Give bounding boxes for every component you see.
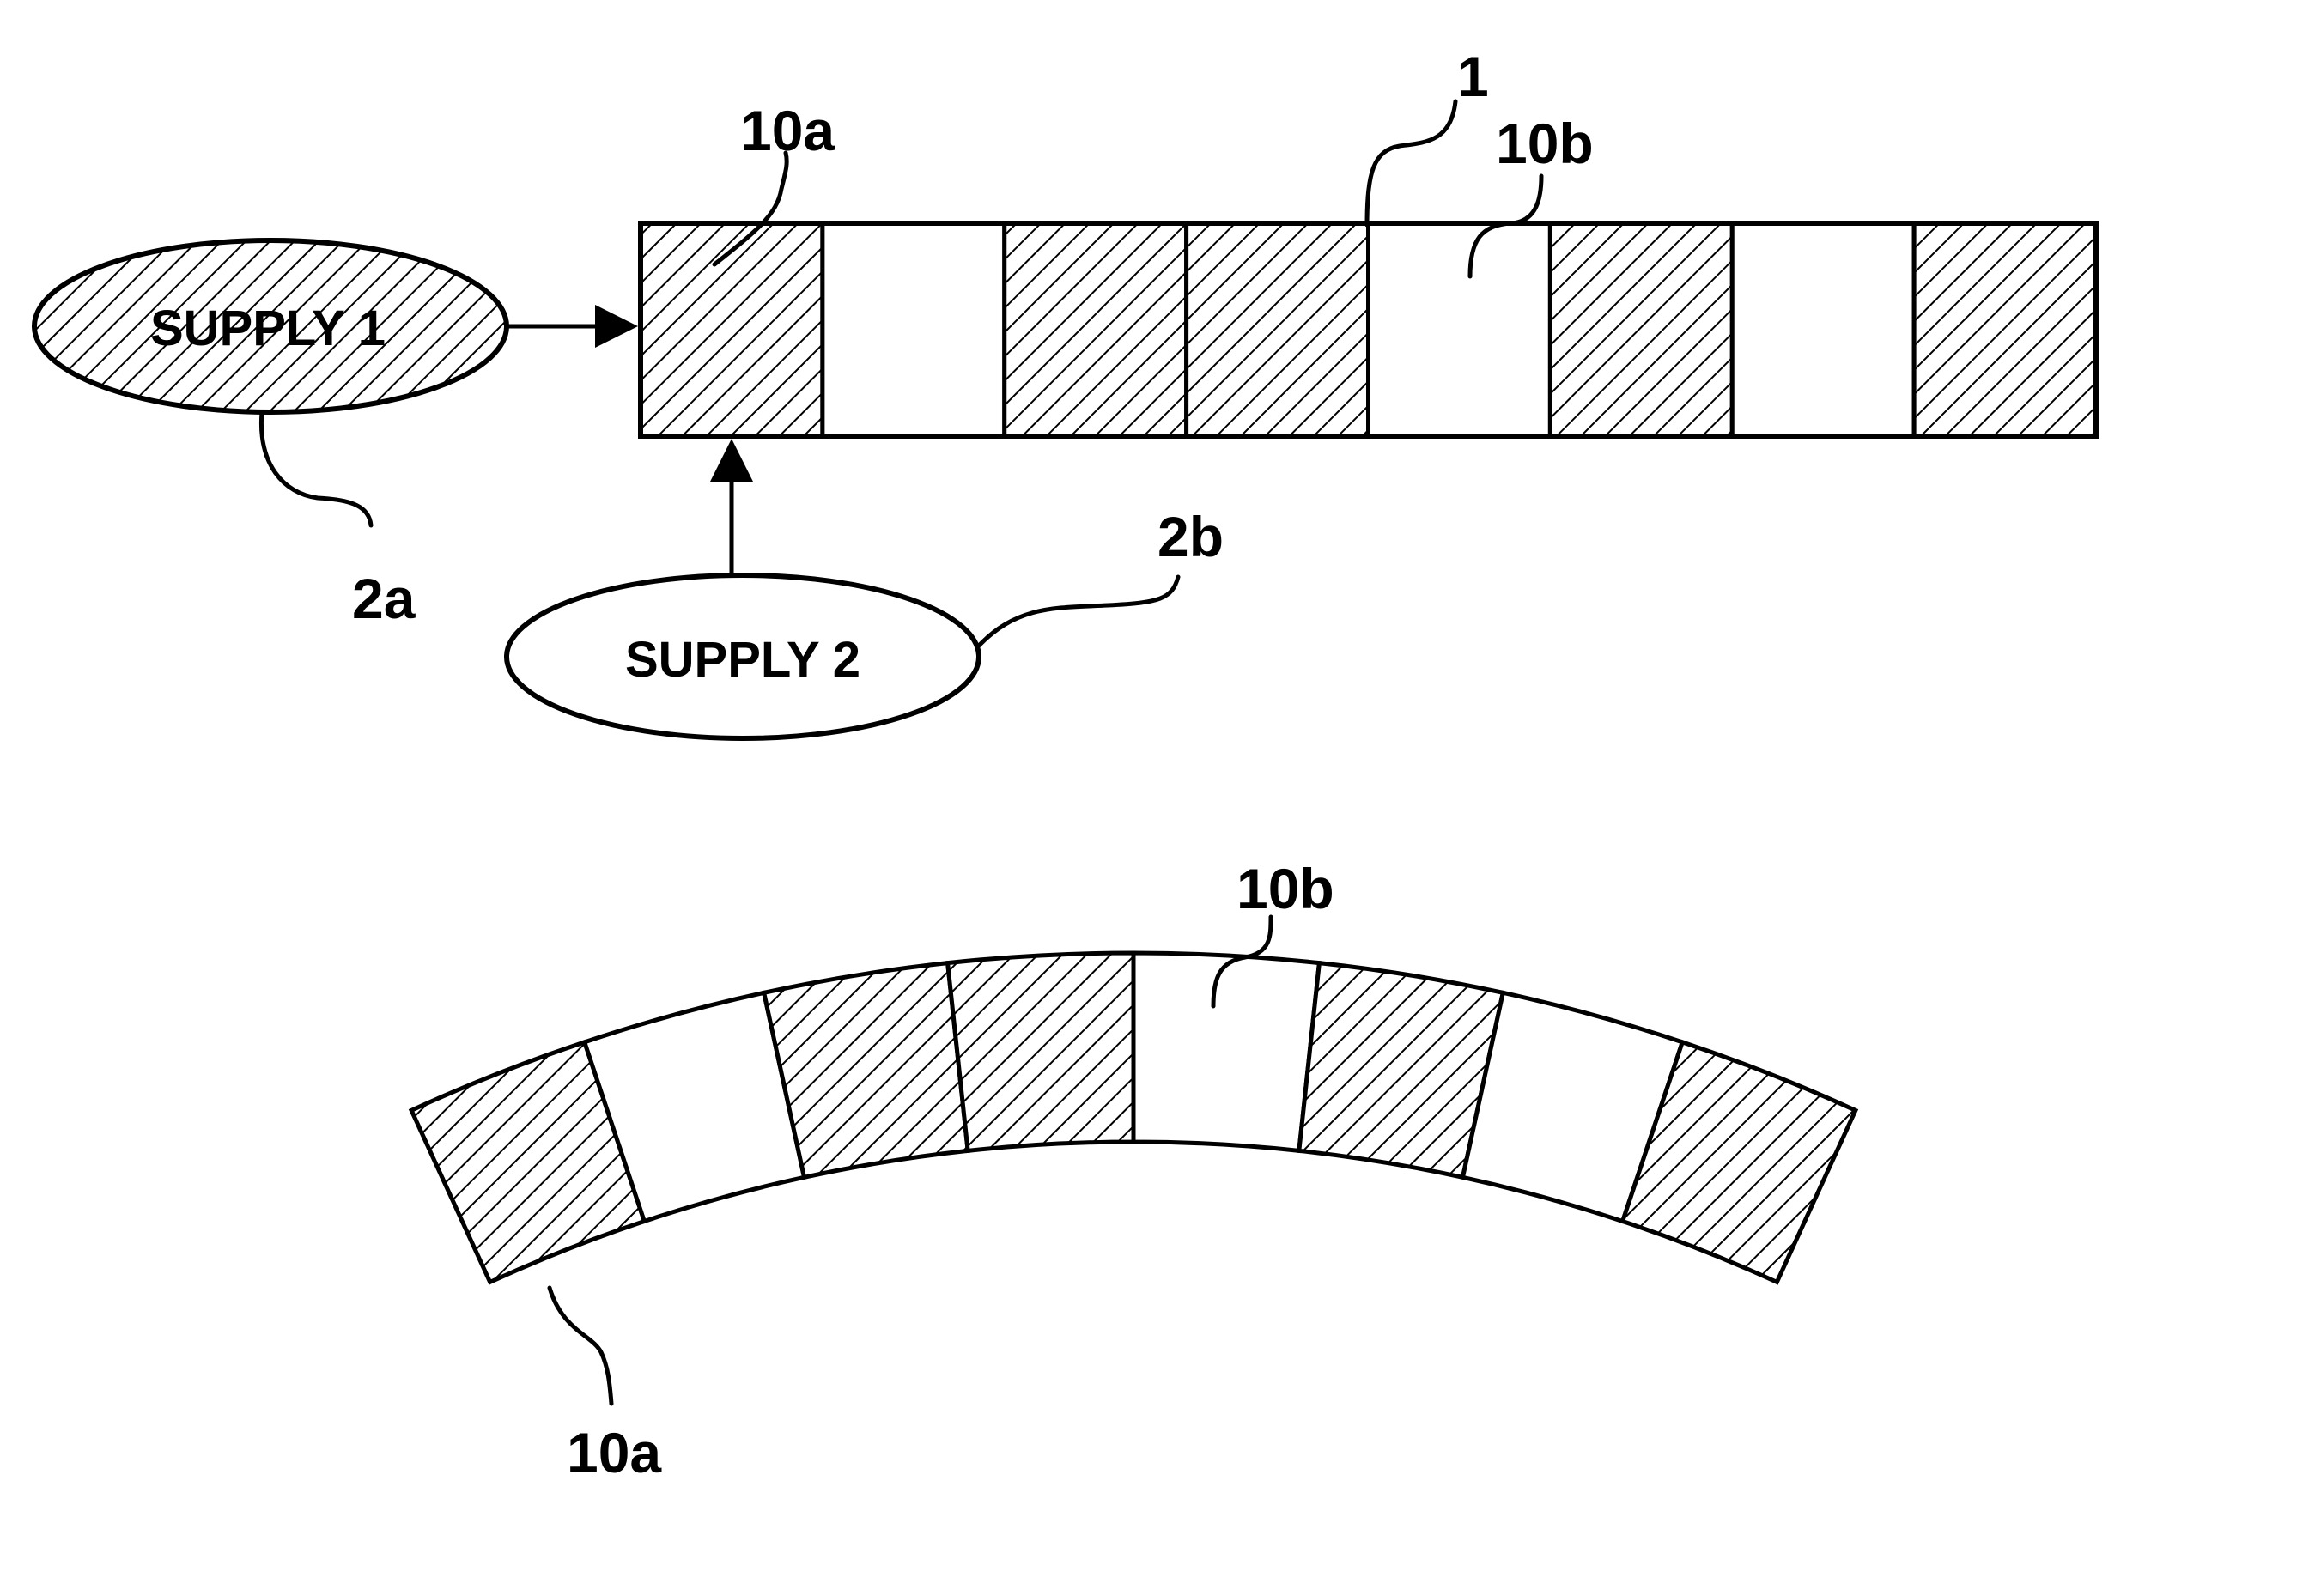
- strip-segment-plain: [1369, 223, 1551, 436]
- straight-strip: [641, 223, 2096, 436]
- strip-segment-hatched: [1005, 223, 1187, 436]
- leader-10a-bottom: [550, 1288, 611, 1404]
- curved-strip: [411, 953, 1856, 1282]
- strip-segment-plain: [823, 223, 1005, 436]
- strip-segment-hatched: [1187, 223, 1369, 436]
- arc-segment-hatched: [948, 953, 1133, 1150]
- supply-1-label: SUPPLY 1: [150, 300, 386, 356]
- strip-segment-plain: [1732, 223, 1914, 436]
- ref-2a: 2a: [352, 567, 416, 630]
- leader-2a: [261, 412, 371, 525]
- ref-10a-top: 10a: [740, 99, 835, 162]
- ref-10a-bottom: 10a: [567, 1421, 662, 1484]
- strip-segment-hatched: [641, 223, 823, 436]
- supply-2-label: SUPPLY 2: [625, 632, 860, 688]
- arc-segment-plain: [1133, 953, 1319, 1150]
- strip-segment-hatched: [1914, 223, 2096, 436]
- ref-10b-top: 10b: [1496, 112, 1594, 175]
- ref-2b: 2b: [1158, 505, 1224, 568]
- strip-segment-hatched: [1550, 223, 1732, 436]
- ref-10b-bottom: 10b: [1236, 857, 1334, 920]
- leader-1: [1367, 101, 1455, 225]
- leader-2b: [979, 577, 1178, 646]
- ref-1: 1: [1457, 45, 1489, 108]
